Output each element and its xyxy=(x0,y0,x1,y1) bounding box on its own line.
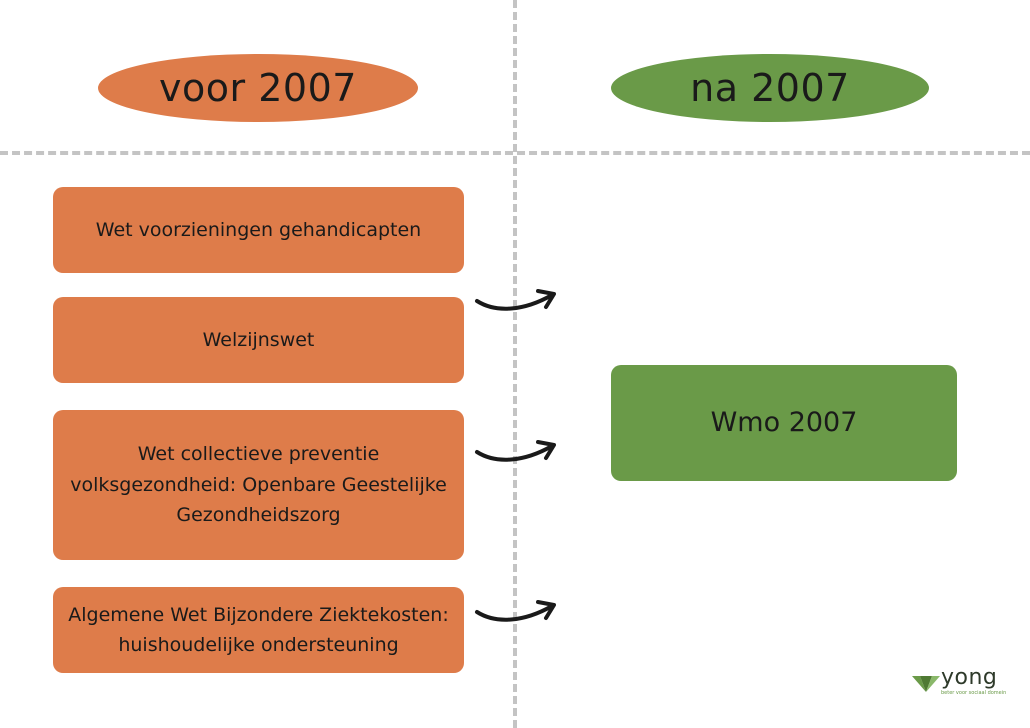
vertical-divider xyxy=(513,0,517,728)
curved-arrow-icon xyxy=(475,289,556,311)
logo-wordmark: yong xyxy=(941,665,998,690)
law-box-label: Wet collectieve preventie volksgezondhei… xyxy=(70,443,447,527)
curved-arrow-icon xyxy=(475,600,556,622)
law-box-label: Algemene Wet Bijzondere Ziektekosten: hu… xyxy=(68,603,449,656)
law-box-welzijnswet: Welzijnswet xyxy=(53,297,464,383)
law-box-wmo: Wmo 2007 xyxy=(611,365,957,481)
law-box-awbz: Algemene Wet Bijzondere Ziektekosten: hu… xyxy=(53,587,464,673)
yong-logo: yong beter voor sociaal domein xyxy=(912,665,1006,699)
horizontal-divider xyxy=(0,151,1030,155)
logo-tagline: beter voor sociaal domein xyxy=(941,690,1007,696)
header-before-label: voor 2007 xyxy=(159,66,357,110)
curved-arrow-icon xyxy=(475,440,556,462)
law-box-label: Welzijnswet xyxy=(202,328,315,351)
yong-logo-mark-icon xyxy=(912,676,940,692)
header-before-2007: voor 2007 xyxy=(98,54,418,122)
law-box-label: Wet voorzieningen gehandicapten xyxy=(95,218,422,241)
law-box-wcpv: Wet collectieve preventie volksgezondhei… xyxy=(53,410,464,560)
law-box-result-label: Wmo 2007 xyxy=(710,407,858,439)
header-after-label: na 2007 xyxy=(690,66,850,110)
header-after-2007: na 2007 xyxy=(611,54,929,122)
law-box-wvg: Wet voorzieningen gehandicapten xyxy=(53,187,464,273)
